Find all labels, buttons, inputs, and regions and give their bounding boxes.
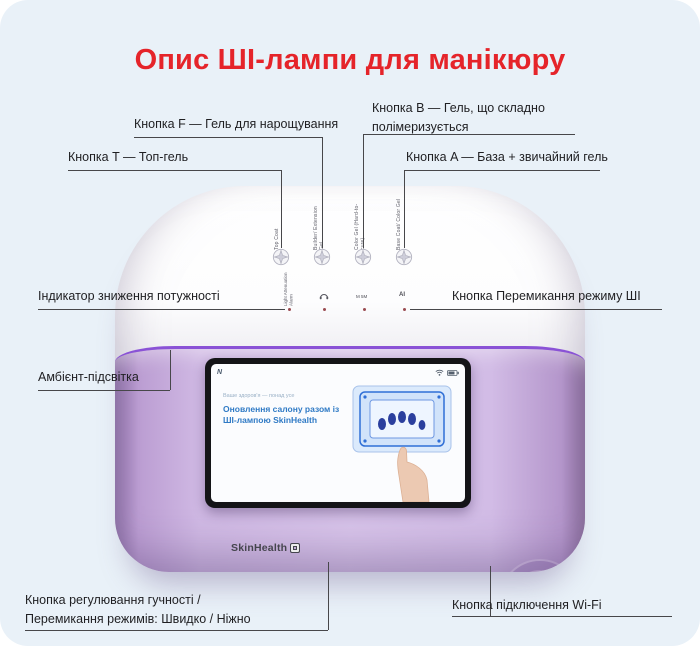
callout-line-ai-h [410,309,662,310]
xray-hand-illustration [352,385,452,502]
screen-headline: Оновлення салону разом із ШІ-лампою Skin… [223,404,341,426]
wifi-icon [435,369,444,376]
alarm-indicator-dot [323,308,326,311]
sparkle-gem-icon [395,248,413,266]
device-body: Top Coat Builder/ Extension Gel Color Ge… [115,186,585,572]
callout-line-ambient-h [38,390,170,391]
gel-button-label-builder: Builder/ Extension Gel [313,206,325,250]
callout-ai-mode-button: Кнопка Перемикання режиму ШІ [452,289,641,303]
screen-headline-line1: Оновлення салону разом із [223,404,340,414]
screen-tagline: Ваше здоров'я — понад усе [223,393,295,399]
speaker-ring [501,561,579,572]
callout-line-wifi-v [490,566,491,616]
sparkle-gem-icon [313,248,331,266]
gel-button-label-base-coat: Base Coat/ Color Gel [396,198,402,250]
callout-line-t-v [281,170,282,248]
screen: N [211,364,465,502]
callout-ambient-light: Амбієнт-підсвітка [38,370,139,384]
callout-button-b-line1: Кнопка B — Гель, що складно [372,101,545,115]
callout-button-t: Кнопка T — Топ-гель [68,150,189,164]
callout-line-b-v [363,134,364,248]
battery-icon [447,369,459,376]
timer-mode-label: M 5M [356,294,368,299]
screen-headline-line2: ШІ-лампою SkinHealth [223,415,318,426]
callout-line-volume-v [328,562,329,630]
sparkle-gem-icon [354,248,372,266]
callout-button-a: Кнопка A — База + звичайний гель [406,150,608,164]
callout-wifi-button: Кнопка підключення Wi-Fi [452,598,602,612]
brand-text: SkinHealth [231,542,288,554]
callout-button-f: Кнопка F — Гель для нарощування [134,117,339,131]
callout-line-f-v [322,137,323,248]
brand: SkinHealth [231,542,301,554]
power-indicator-dot [288,308,291,311]
callout-line-a-h [404,170,600,171]
callout-volume-line1: Кнопка регулювання гучності / [25,593,201,607]
callout-line-volume-h [25,630,328,631]
callout-line-a-v [404,170,405,248]
screen-content: Ваше здоров'я — понад усе Оновлення сало… [211,378,465,502]
callout-line-t-h [68,170,281,171]
ai-indicator-dot [403,308,406,311]
callout-line-ambient-v [170,350,171,390]
callout-line-wifi-h [452,616,672,617]
timer-indicator-dot [363,308,366,311]
screen-status-bar: N [211,364,465,378]
callout-line-f-h [134,137,322,138]
gel-button-label-top-coat: Top Coat [274,228,280,250]
callout-line-b-h [363,134,575,135]
screen-art [341,378,465,502]
callout-button-b-line2: полімеризується [372,120,469,134]
gel-button-t [272,248,290,266]
brand-mark-icon [290,543,301,553]
gel-button-b [354,248,372,266]
gel-button-a [395,248,413,266]
light-attenuation-alarm-label: Light Attenuation Alarm [283,272,294,306]
callout-button-b: Кнопка B — Гель, що складно полімеризуєт… [372,99,545,137]
ai-mode-label: AI [399,292,405,298]
page-title: Опис ШІ-лампи для манікюру [134,44,566,76]
screen-bezel: N [205,358,471,508]
callout-line-indicator-h [38,309,285,310]
callout-power-indicator: Індикатор зниження потужності [38,289,220,303]
callout-volume-line2: Перемикання режимів: Швидко / Ніжно [25,612,251,626]
gel-button-f [313,248,331,266]
alert-speaker-icon [319,294,329,300]
screen-status-icons [435,369,459,376]
screen-text-block: Ваше здоров'я — понад усе Оновлення сало… [211,378,341,502]
gel-button-label-color-gel: Color Gel (Hard-to-cure) [354,203,366,250]
callout-volume-button: Кнопка регулювання гучності / Перемиканн… [25,591,251,629]
screen-logo: N [217,369,223,376]
sparkle-gem-icon [272,248,290,266]
